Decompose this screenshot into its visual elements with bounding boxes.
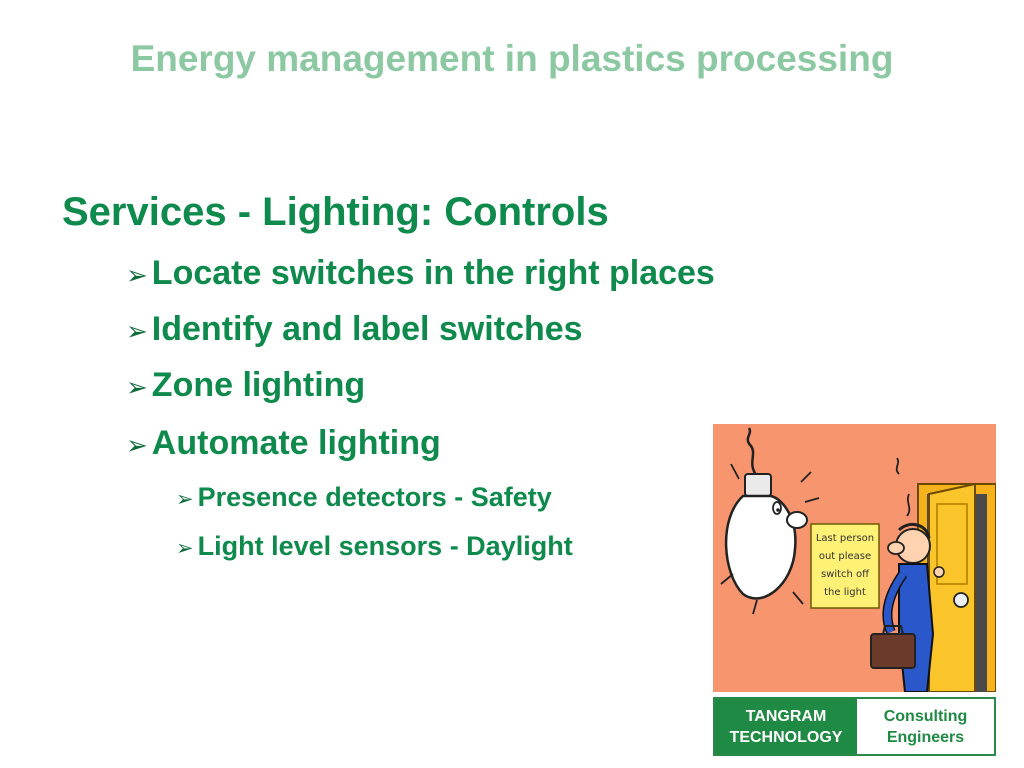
logo-right-line: Consulting	[883, 707, 968, 725]
bullet-text: Locate switches in the right places	[151, 254, 715, 292]
sub-bullet-text: Light level sensors - Daylight	[197, 531, 573, 561]
sub-bullet-text: Presence detectors - Safety	[197, 482, 552, 512]
bullet-item: ➢Identify and label switches	[126, 310, 583, 349]
light-bulb-cartoon-icon	[720, 427, 996, 692]
sign-line: switch off	[820, 569, 870, 580]
sign-line: Last person	[815, 533, 875, 544]
logo-left-line: TANGRAM	[745, 707, 827, 725]
sign-line: the light	[824, 587, 866, 598]
company-logo: TANGRAM TECHNOLOGY Consulting Engineers	[713, 697, 996, 756]
cartoon-illustration	[713, 424, 996, 692]
bullet-text: Automate lighting	[151, 424, 441, 462]
bullet-item: ➢Locate switches in the right places	[126, 254, 715, 293]
section-heading: Services - Lighting: Controls	[62, 190, 609, 234]
sign-line: out please	[818, 551, 872, 562]
sub-bullet-item: ➢Light level sensors - Daylight	[176, 531, 573, 562]
arrow-bullet-icon: ➢	[126, 430, 148, 460]
bullet-item: ➢Zone lighting	[126, 366, 365, 405]
arrow-bullet-icon: ➢	[176, 488, 194, 511]
sub-bullet-item: ➢Presence detectors - Safety	[176, 482, 552, 513]
arrow-bullet-icon: ➢	[126, 260, 148, 290]
cartoon-sign-text: Last person out please switch off the li…	[812, 530, 878, 602]
arrow-bullet-icon: ➢	[126, 316, 148, 346]
logo-left-line: TECHNOLOGY	[729, 728, 843, 746]
slide-title: Energy management in plastics processing	[130, 38, 894, 79]
logo-right-block: Consulting Engineers	[857, 699, 994, 754]
logo-right-line: Engineers	[886, 728, 965, 746]
logo-left-block: TANGRAM TECHNOLOGY	[715, 699, 857, 754]
arrow-bullet-icon: ➢	[176, 537, 194, 560]
bullet-text: Zone lighting	[151, 366, 366, 404]
bullet-text: Identify and label switches	[151, 310, 583, 348]
bullet-item: ➢Automate lighting	[126, 424, 441, 463]
arrow-bullet-icon: ➢	[126, 372, 148, 402]
